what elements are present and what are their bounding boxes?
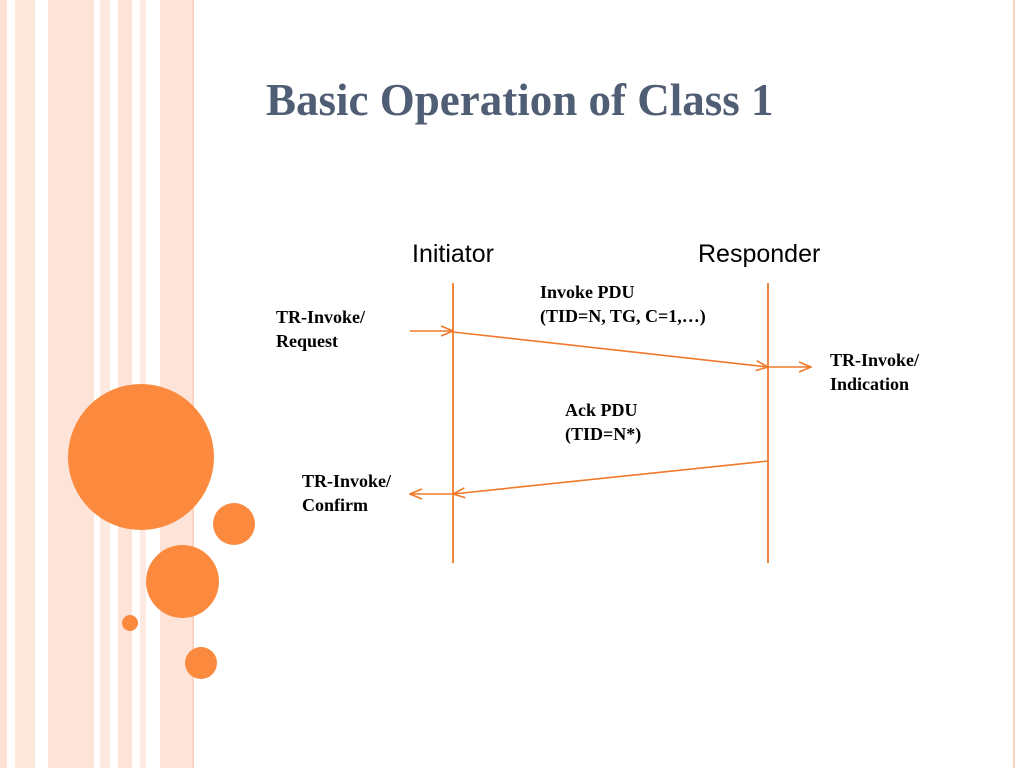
- decor-circle-medium: [146, 545, 219, 618]
- request-line1: TR-Invoke/: [276, 307, 366, 327]
- initiator-label: Initiator: [412, 240, 494, 268]
- ack-pdu-line2: (TID=N*): [565, 424, 642, 444]
- invoke-pdu-label: Invoke PDU (TID=N, TG, C=1,…): [540, 280, 706, 328]
- confirm-label: TR-Invoke/ Confirm: [302, 469, 391, 517]
- decor-stripe-5: [118, 0, 132, 768]
- slide-title: Basic Operation of Class 1: [266, 75, 774, 125]
- request-line2: Request: [276, 331, 338, 351]
- decor-circle-small-2: [185, 647, 217, 679]
- request-label: TR-Invoke/ Request: [276, 305, 365, 353]
- confirm-line1: TR-Invoke/: [302, 471, 392, 491]
- decor-circle-tiny: [122, 615, 138, 631]
- decor-stripe-1: [0, 0, 7, 768]
- responder-label: Responder: [698, 240, 821, 268]
- decor-line-right: [1013, 0, 1015, 768]
- ack-pdu-line1: Ack PDU: [565, 400, 638, 420]
- decor-stripe-3: [48, 0, 94, 768]
- confirm-line2: Confirm: [302, 495, 368, 515]
- invoke-pdu-line2: (TID=N, TG, C=1,…): [540, 306, 706, 326]
- indication-label: TR-Invoke/ Indication: [830, 348, 919, 396]
- ack-pdu-arrow: [453, 460, 769, 494]
- decor-circle-large: [68, 384, 214, 530]
- indication-line2: Indication: [830, 374, 910, 394]
- decor-stripe-2: [15, 0, 35, 768]
- invoke-pdu-line1: Invoke PDU: [540, 282, 635, 302]
- indication-line1: TR-Invoke/: [830, 350, 920, 370]
- ack-pdu-label: Ack PDU (TID=N*): [565, 398, 641, 446]
- decor-stripe-7: [160, 0, 192, 768]
- decor-line-left: [192, 0, 194, 768]
- decor-circle-small: [213, 503, 255, 545]
- decor-stripe-4: [100, 0, 110, 768]
- invoke-pdu-arrow: [452, 331, 768, 367]
